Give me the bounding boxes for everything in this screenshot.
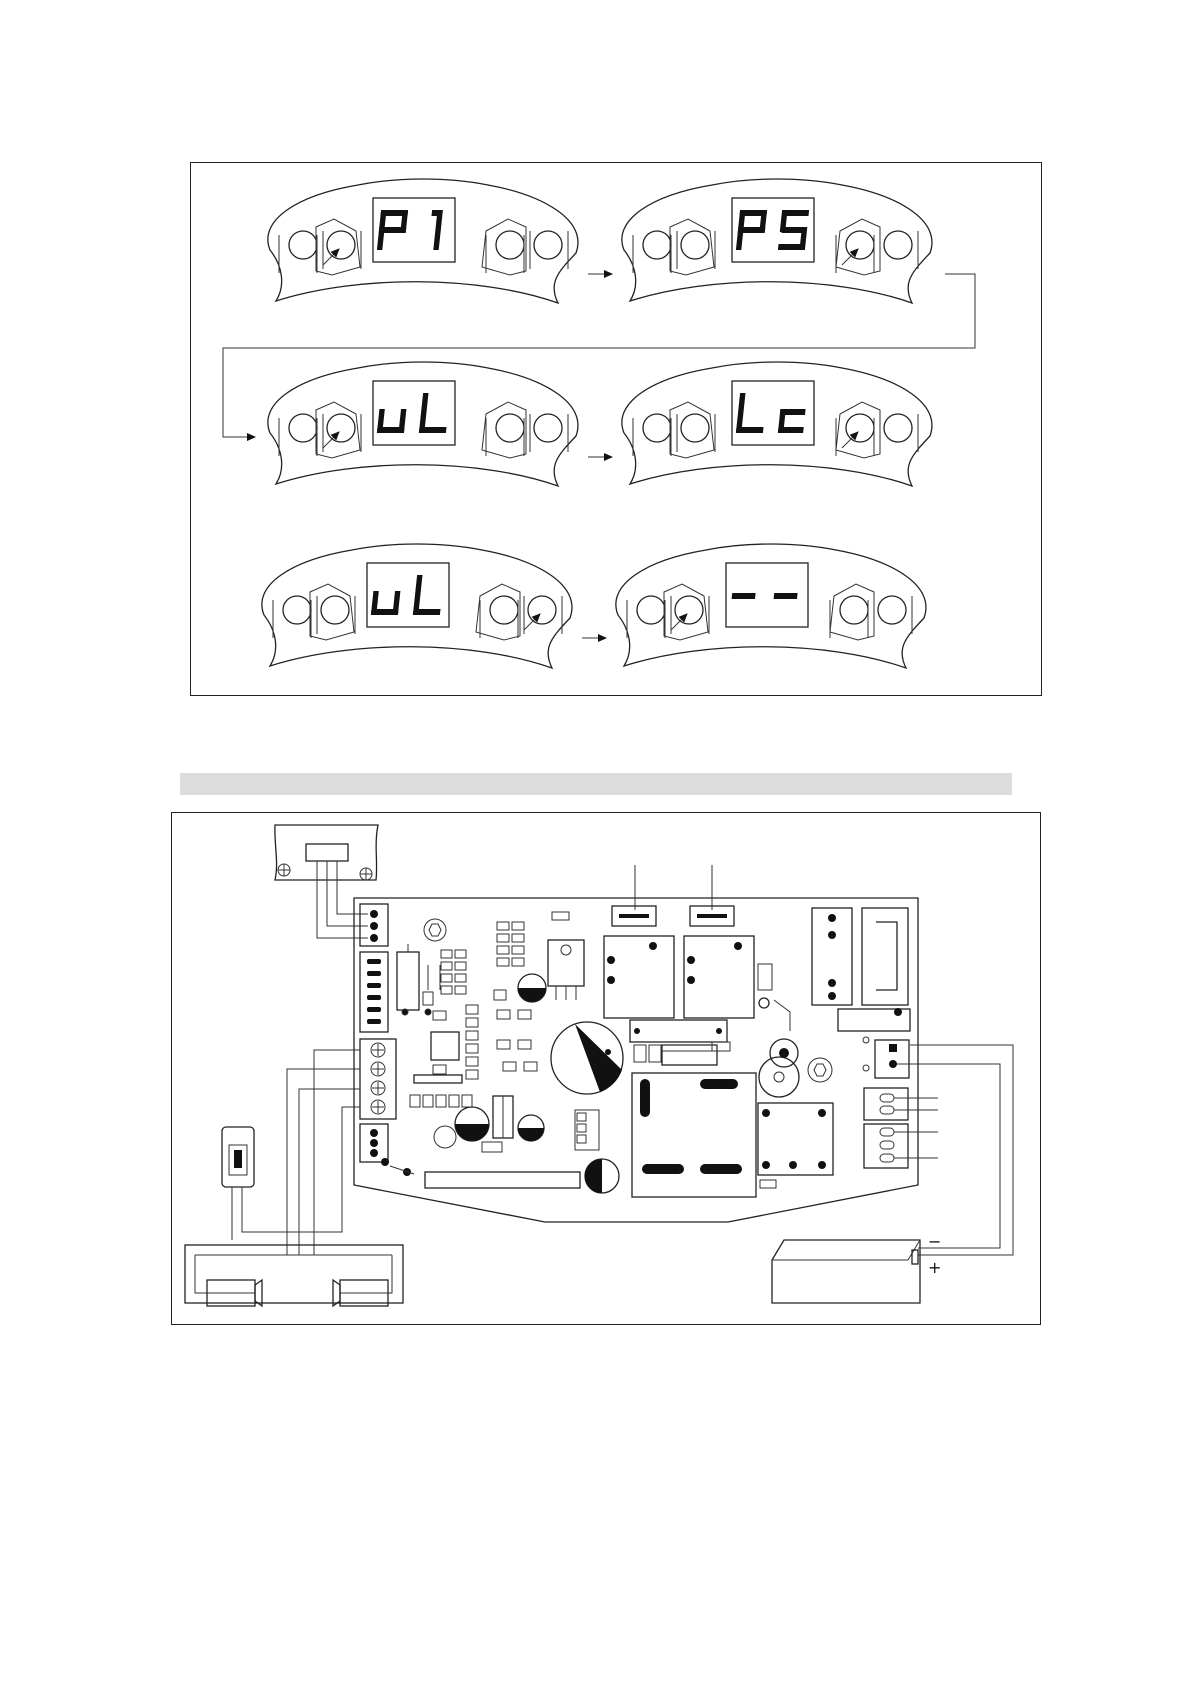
keypad-panel-ul-1 [268,362,578,486]
keypad-button-3[interactable] [836,231,880,273]
voltage-regulator [548,940,584,986]
motor-connector-tab [275,825,378,880]
photocell-wiring-loop [185,1245,403,1303]
display-readout [377,393,447,433]
capacitor [585,1159,619,1193]
keypad-button-2[interactable] [671,231,715,273]
relay-1 [604,936,674,1018]
display-readout [736,210,809,250]
mount-hole [434,1126,456,1148]
keypad-button-2[interactable] [317,414,361,456]
terminal-strip-hatched [662,1045,717,1065]
keypad-button-4[interactable] [868,596,912,638]
keypad-panel-lc [622,362,932,486]
press-indicator-arrow [323,432,339,448]
battery [772,1240,920,1303]
motor-plug [306,844,348,861]
keypad-panel-ps [622,179,932,303]
keypad-panel-dash [616,544,926,668]
segment-display [367,563,449,627]
keypad-button-4[interactable] [524,231,568,273]
keypad-button-3[interactable] [836,414,880,456]
press-indicator-arrow [323,249,339,265]
keypad-button-3[interactable] [480,596,524,638]
mount-hole [808,1058,832,1082]
press-indicator-arrow [671,614,687,630]
keypad-button-3[interactable] [486,231,530,273]
battery-minus-label: − [928,1232,941,1251]
power-connector-block [812,908,852,1005]
wiring-diagram [185,825,1013,1306]
keypad-button-4[interactable] [874,414,918,456]
segment-display [373,381,455,445]
relay-2 [684,936,754,1018]
flow-arrow-2 [223,274,975,437]
small-capacitor [518,974,546,1002]
relay-component [397,952,419,1010]
press-indicator-arrow [842,249,858,265]
ic-chip [431,1032,459,1060]
keypad-panel-p1 [268,179,578,303]
header-strip [414,1075,462,1083]
main-capacitor [551,1022,623,1094]
keypad-button-2[interactable] [317,231,361,273]
display-readout [732,593,798,599]
keypad-button-4[interactable] [518,596,562,638]
transformer [632,1073,756,1197]
pin-header [425,1172,580,1188]
display-readout [371,575,441,615]
keypad-panel-ul-2 [262,544,572,668]
relay-header [630,1020,727,1042]
press-indicator-arrow [842,432,858,448]
keypad-button-3[interactable] [830,596,874,638]
keypad-button-2[interactable] [671,414,715,456]
battery-plus-label: + [928,1258,941,1277]
flow-connectors [223,274,975,638]
mount-hole [424,919,446,941]
display-readout [736,393,806,433]
display-readout [377,210,443,250]
press-indicator-arrow [524,614,540,630]
output-terminal-2 [864,1124,908,1168]
keypad-button-3[interactable] [486,414,530,456]
trimmer [759,1057,799,1097]
keypad-button-4[interactable] [874,231,918,273]
keypad-button-2[interactable] [311,596,355,638]
output-terminal-1 [864,1088,908,1120]
keypad-button-4[interactable] [524,414,568,456]
keypad-button-2[interactable] [665,596,709,638]
capacitor [455,1107,489,1141]
capacitor [518,1115,544,1141]
